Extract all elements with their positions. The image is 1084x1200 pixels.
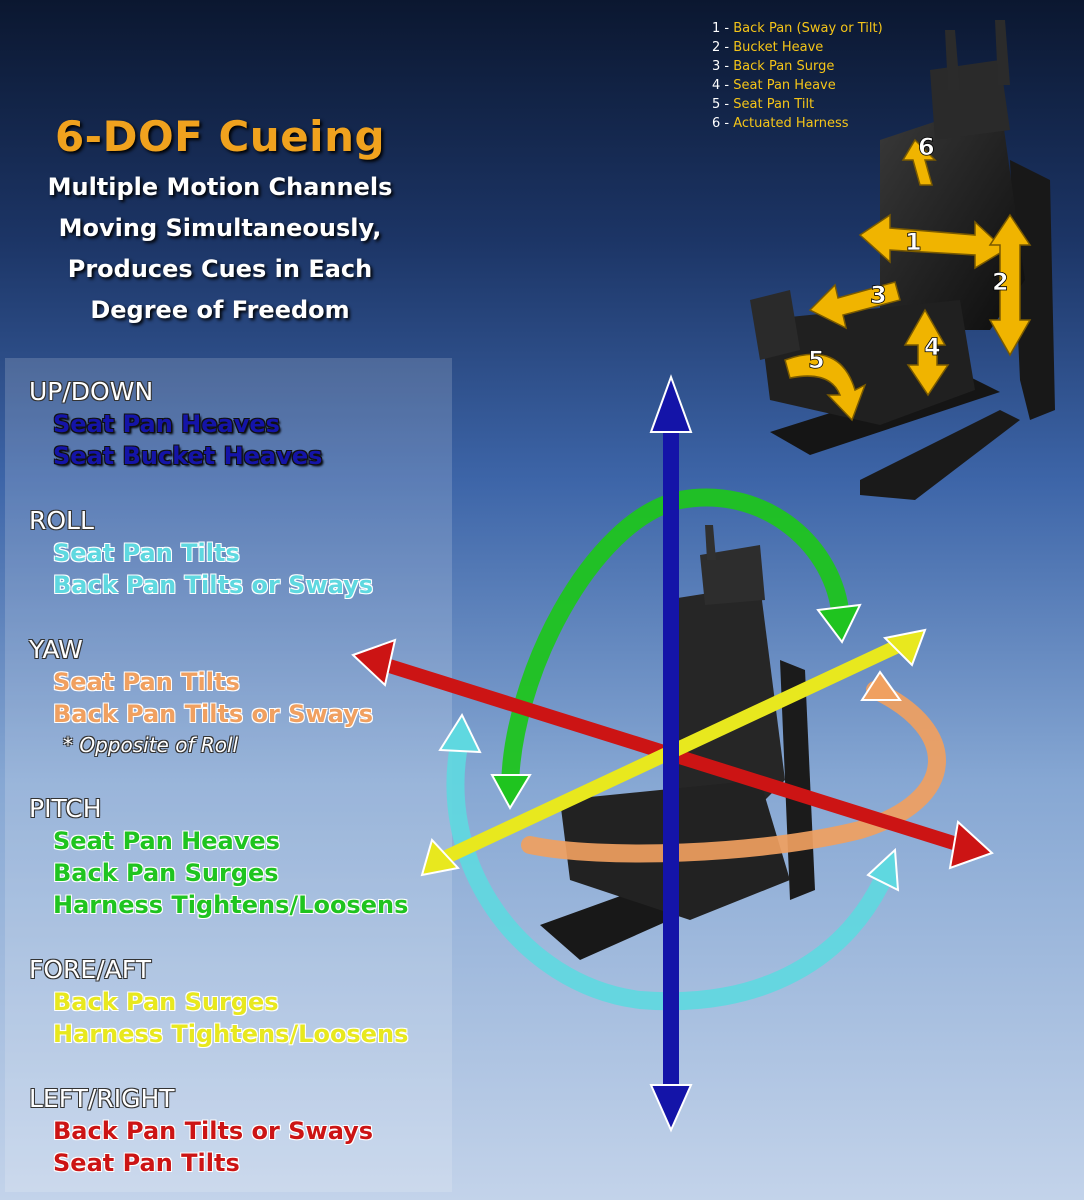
group-item: Seat Pan Tilts bbox=[53, 1149, 240, 1177]
seat-pan-front bbox=[750, 290, 800, 360]
legend-item: 3 - Back Pan Surge bbox=[712, 59, 835, 74]
up-down-arrowhead-bottom bbox=[649, 1084, 693, 1133]
subtitle-line: Moving Simultaneously, bbox=[58, 214, 382, 242]
group-item: Seat Pan Tilts bbox=[53, 539, 240, 567]
group-item: Seat Pan Heaves bbox=[53, 410, 280, 438]
group-up-down: UP/DOWN Seat Pan Heaves Seat Bucket Heav… bbox=[29, 376, 322, 472]
group-heading: FORE/AFT bbox=[29, 955, 151, 984]
seat-pan bbox=[760, 300, 975, 425]
subtitle-line: Multiple Motion Channels bbox=[47, 173, 393, 201]
seat-back bbox=[880, 100, 1025, 330]
group-item: Back Pan Tilts or Sways bbox=[53, 700, 374, 728]
group-item: Back Pan Surges bbox=[53, 988, 279, 1016]
legend-item: 6 - Actuated Harness bbox=[712, 116, 849, 131]
center-seat-pan bbox=[560, 780, 790, 920]
page-title: 6-DOF Cueing bbox=[54, 112, 386, 161]
left-right-arrowhead-right bbox=[948, 820, 994, 870]
roll-arc bbox=[446, 723, 897, 1011]
group-heading: ROLL bbox=[29, 506, 94, 535]
channel-marker: 5 bbox=[808, 346, 825, 374]
channel-marker: 1 bbox=[905, 228, 922, 256]
seat-headrest bbox=[930, 60, 1010, 140]
group-fore-aft: FORE/AFT Back Pan Surges Harness Tighten… bbox=[29, 954, 408, 1050]
seat-base-frame bbox=[770, 372, 1000, 455]
group-heading: UP/DOWN bbox=[29, 377, 154, 406]
group-yaw: YAW Seat Pan Tilts Back Pan Tilts or Swa… bbox=[29, 634, 373, 760]
left-right-axis bbox=[377, 656, 963, 852]
channel-arrow-6 bbox=[901, 138, 937, 186]
group-item: Seat Pan Heaves bbox=[53, 827, 280, 855]
group-roll: ROLL Seat Pan Tilts Back Pan Tilts or Sw… bbox=[29, 505, 373, 601]
group-heading: LEFT/RIGHT bbox=[29, 1084, 175, 1113]
channel-marker: 4 bbox=[924, 333, 941, 361]
center-seat-rail bbox=[705, 525, 716, 560]
page-subtitle: Multiple Motion Channels Moving Simultan… bbox=[30, 167, 410, 331]
group-item: Back Pan Tilts or Sways bbox=[53, 1117, 374, 1145]
seat-rail-left bbox=[945, 30, 960, 90]
group-item: Harness Tightens/Loosens bbox=[53, 891, 409, 919]
center-seat-frame bbox=[780, 660, 815, 900]
center-seat-headrest bbox=[700, 545, 765, 605]
channel-arrow-2 bbox=[988, 213, 1032, 357]
legend-item: 4 - Seat Pan Heave bbox=[712, 78, 836, 93]
legend-item: 2 - Bucket Heave bbox=[712, 40, 824, 55]
subtitle-line: Produces Cues in Each bbox=[67, 255, 373, 283]
group-pitch: PITCH Seat Pan Heaves Back Pan Surges Ha… bbox=[29, 793, 408, 921]
channel-arrow-1 bbox=[858, 213, 1007, 270]
channel-marker: 2 bbox=[992, 268, 1009, 296]
group-item: Back Pan Surges bbox=[53, 859, 279, 887]
center-seat-back bbox=[665, 585, 785, 820]
channel-marker: 3 bbox=[870, 281, 887, 309]
pitch-arc-arrowhead-right bbox=[816, 603, 862, 644]
group-left-right: LEFT/RIGHT Back Pan Tilts or Sways Seat … bbox=[29, 1083, 373, 1179]
group-item: Harness Tightens/Loosens bbox=[53, 1020, 409, 1048]
channel-arrow-4 bbox=[903, 308, 950, 397]
yaw-arc bbox=[521, 681, 946, 863]
subtitle-line: Degree of Freedom bbox=[90, 296, 350, 324]
group-item: Seat Bucket Heaves bbox=[53, 442, 323, 470]
seat-rail-right bbox=[995, 20, 1010, 85]
channel-marker: 6 bbox=[918, 133, 935, 161]
group-note: * Opposite of Roll bbox=[63, 733, 239, 757]
fore-aft-axis bbox=[437, 638, 903, 867]
title-block: 6-DOF Cueing Multiple Motion Channels Mo… bbox=[30, 112, 410, 331]
channel-arrow-3 bbox=[808, 281, 901, 330]
pitch-arc bbox=[501, 488, 849, 799]
legend-item: 5 - Seat Pan Tilt bbox=[712, 97, 815, 112]
yaw-arc-arrowhead bbox=[860, 670, 902, 701]
center-seat-base bbox=[540, 860, 760, 960]
group-heading: YAW bbox=[29, 635, 83, 664]
group-item: Back Pan Tilts or Sways bbox=[53, 571, 374, 599]
up-down-arrowhead-top bbox=[649, 374, 693, 433]
fore-aft-arrowhead-right bbox=[882, 628, 927, 667]
seat-base-rail bbox=[860, 410, 1020, 500]
roll-arc-arrowhead-bottom bbox=[866, 847, 900, 892]
pitch-arc-arrowhead-bottom bbox=[490, 774, 532, 811]
channel-legend: 1 - Back Pan (Sway or Tilt) 2 - Bucket H… bbox=[712, 19, 883, 133]
group-heading: PITCH bbox=[29, 794, 102, 823]
seat-rear-frame bbox=[1010, 160, 1055, 420]
motion-panel: UP/DOWN Seat Pan Heaves Seat Bucket Heav… bbox=[5, 358, 452, 1192]
group-item: Seat Pan Tilts bbox=[53, 668, 240, 696]
channel-arrow-5 bbox=[784, 353, 867, 422]
legend-item: 1 - Back Pan (Sway or Tilt) bbox=[712, 21, 883, 36]
